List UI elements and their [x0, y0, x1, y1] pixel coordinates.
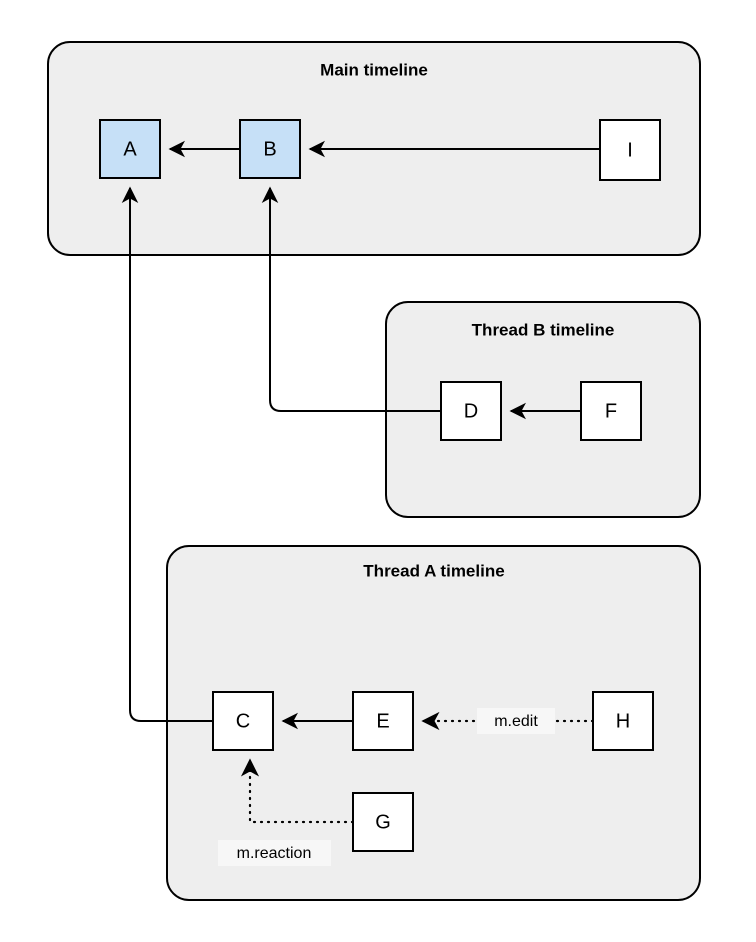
- node-a[interactable]: A: [99, 119, 161, 179]
- node-b[interactable]: B: [239, 119, 301, 179]
- edge-label-m-edit-text: m.edit: [494, 713, 538, 730]
- group-thread-a-timeline-title: Thread A timeline: [363, 561, 504, 580]
- node-c-box[interactable]: [212, 691, 274, 751]
- node-e-label: E: [376, 710, 389, 732]
- group-thread-b-timeline: Thread B timeline: [385, 301, 701, 518]
- node-i[interactable]: I: [599, 119, 661, 181]
- node-d-label: D: [464, 400, 478, 422]
- group-thread-b-timeline-title: Thread B timeline: [472, 320, 615, 339]
- node-g-label: G: [375, 811, 391, 833]
- edge-g-to-c: [240, 758, 355, 824]
- node-a-box[interactable]: [99, 119, 161, 179]
- node-b-box[interactable]: [239, 119, 301, 179]
- edge-label-m-reaction-bg: [218, 840, 331, 866]
- node-i-label: I: [627, 139, 633, 161]
- node-b-label: B: [263, 138, 276, 160]
- node-e[interactable]: E: [352, 691, 414, 751]
- edge-label-m-reaction-text: m.reaction: [237, 845, 312, 862]
- node-c-label: C: [236, 710, 250, 732]
- node-d-box[interactable]: [440, 381, 502, 441]
- node-h-box[interactable]: [592, 691, 654, 751]
- node-f[interactable]: F: [580, 381, 642, 441]
- node-d[interactable]: D: [440, 381, 502, 441]
- group-main-timeline-title: Main timeline: [320, 60, 428, 79]
- node-g[interactable]: G: [352, 792, 414, 852]
- node-g-box[interactable]: [352, 792, 414, 852]
- node-h[interactable]: H: [592, 691, 654, 751]
- edge-label-m-reaction: m.reaction: [218, 840, 331, 866]
- node-a-label: A: [123, 138, 137, 160]
- edge-c-to-a: [121, 186, 213, 722]
- group-thread-b-timeline-box: [385, 301, 701, 518]
- edge-label-m-edit: m.edit: [477, 708, 555, 734]
- node-i-box[interactable]: [599, 119, 661, 181]
- node-c[interactable]: C: [212, 691, 274, 751]
- edge-label-m-edit-bg: [477, 708, 555, 734]
- node-h-label: H: [616, 710, 630, 732]
- edge-d-to-b: [261, 186, 441, 412]
- node-f-box[interactable]: [580, 381, 642, 441]
- node-f-label: F: [605, 400, 617, 422]
- node-e-box[interactable]: [352, 691, 414, 751]
